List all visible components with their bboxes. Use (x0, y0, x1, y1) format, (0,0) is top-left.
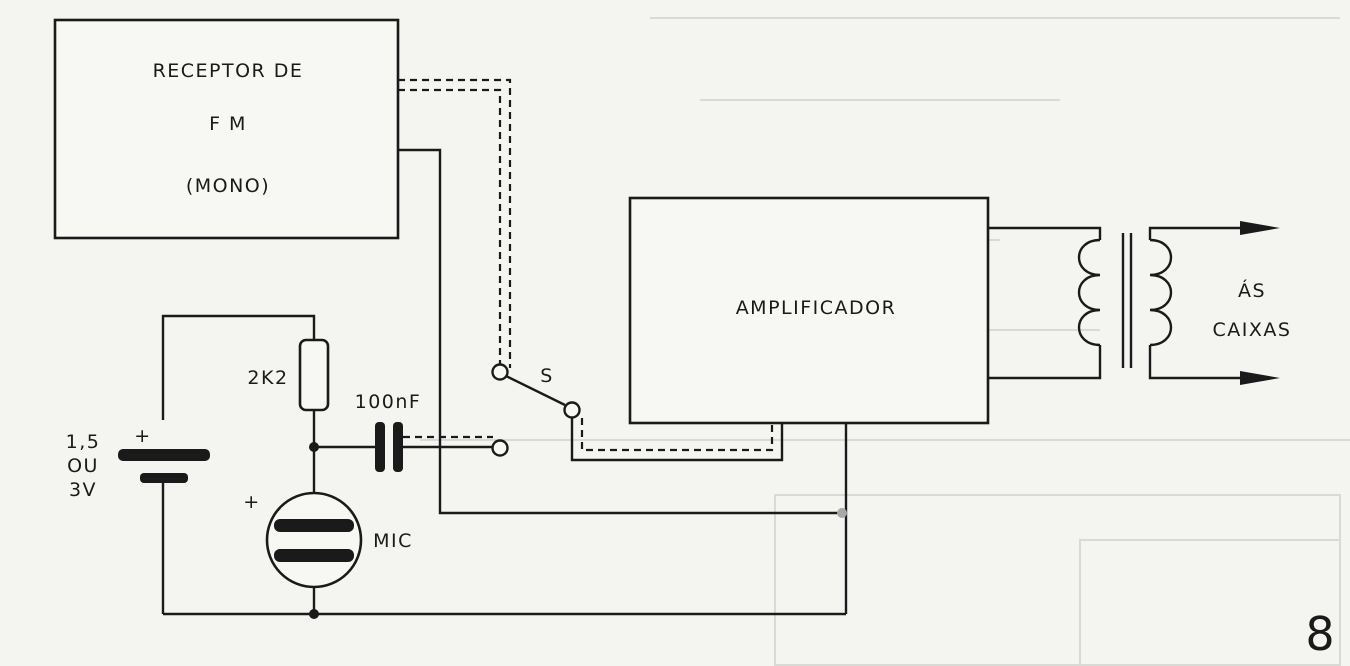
switch-lever (505, 374, 566, 407)
output-label-line2: CAIXAS (1213, 319, 1292, 341)
battery-label-line2: OU (67, 455, 99, 477)
battery-long-plate (118, 449, 210, 461)
fm-receiver-label-line3: (MONO) (186, 175, 270, 197)
receiver-output-shielded-cable (398, 78, 512, 368)
figure-number: 8 (1305, 607, 1334, 661)
output-transformer (988, 226, 1240, 380)
amplifier-block: AMPLIFICADOR (628, 196, 990, 425)
fm-receiver-block: RECEPTOR DE F M (MONO) (53, 18, 400, 240)
battery-positive-wire (161, 314, 316, 420)
mic-bias-circuit: 2K2 (161, 314, 330, 493)
battery-label-line3: 3V (69, 479, 97, 501)
junction-ground-mic (309, 609, 319, 619)
battery-short-plate (140, 473, 188, 483)
switch-common-contact (563, 401, 581, 419)
switch-s: S (491, 363, 581, 457)
capacitor-plate-right (393, 422, 403, 472)
microphone: + MIC (243, 491, 413, 614)
capacitor-plate-left (375, 422, 385, 472)
battery-plus-sign: + (134, 425, 151, 447)
microphone-label: MIC (373, 530, 413, 552)
switch-contact-mic (491, 439, 509, 457)
microphone-circle (265, 491, 363, 589)
switch-label: S (540, 365, 554, 387)
amplifier-label: AMPLIFICADOR (736, 297, 897, 319)
receiver-ground-wire (398, 148, 842, 515)
fm-receiver-label-line2: F M (209, 113, 247, 135)
speaker-output-arrows (1240, 221, 1280, 385)
amplifier-box (628, 196, 990, 425)
microphone-plate-bottom (274, 549, 354, 562)
battery: + 1,5 OU 3V (66, 425, 210, 614)
fm-receiver-box (53, 18, 400, 240)
amplifier-input-cable (570, 418, 784, 462)
coupling-capacitor: 100nF (314, 391, 493, 472)
fm-receiver-label-line1: RECEPTOR DE (153, 60, 304, 82)
microphone-plus-sign: + (243, 491, 260, 513)
output-label-line1: ÁS (1238, 279, 1266, 302)
switch-contact-fm (491, 363, 509, 381)
resistor-label: 2K2 (247, 367, 288, 389)
resistor-2k2 (298, 338, 330, 412)
junction-ground-amplifier (837, 508, 847, 518)
capacitor-label: 100nF (355, 391, 422, 413)
battery-label-line1: 1,5 (66, 431, 101, 453)
microphone-plate-top (274, 519, 354, 532)
